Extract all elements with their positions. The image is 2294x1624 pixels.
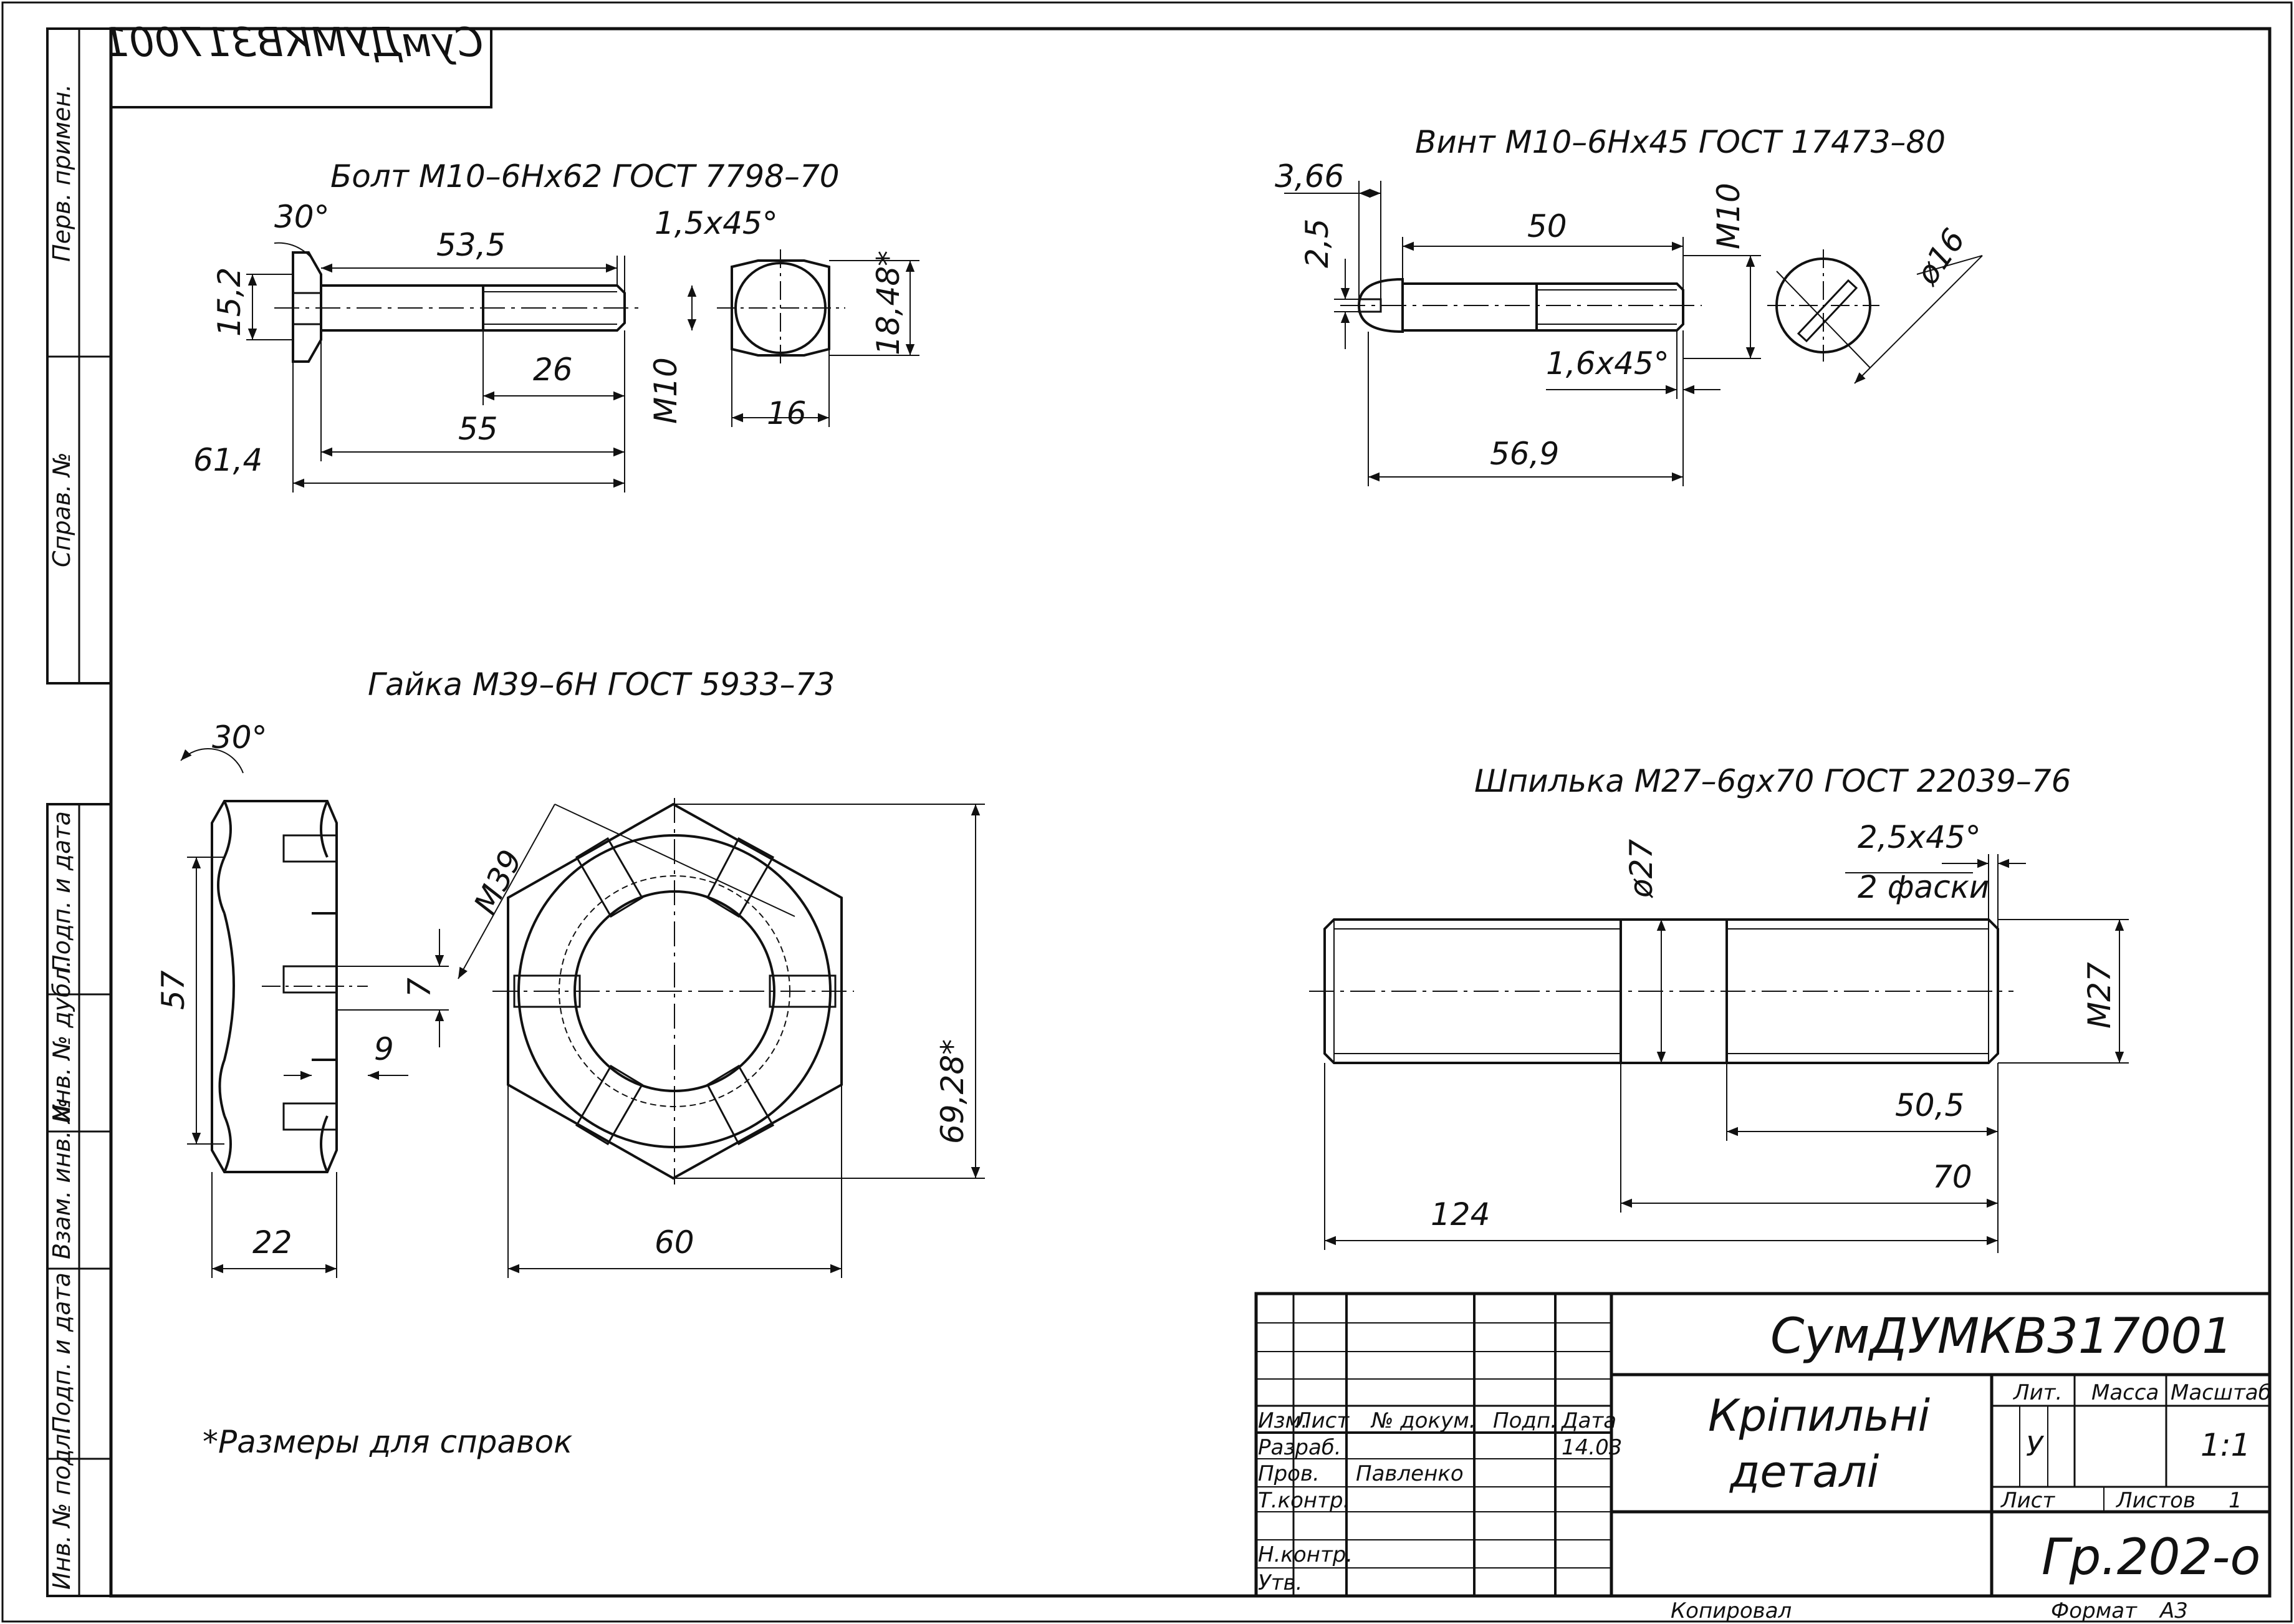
title-block: СумДУМКВ317001 Кріпильні деталі Изм. Лис… xyxy=(1254,1292,2272,1623)
screw-title: Винт М10–6Нх45 ГОСТ 17473–80 xyxy=(1415,124,1946,160)
hdr-list: Лист xyxy=(1294,1408,1350,1433)
stud-view: Шпилька М27–6gх70 ГОСТ 22039–76 xyxy=(1309,763,2129,1253)
list-label: Лист xyxy=(2000,1488,2055,1513)
label-inv-dubl: Инв. № дубл. xyxy=(48,960,75,1122)
stud-dim-124: 124 xyxy=(1431,1196,1490,1232)
label-podp-data-2: Подп. и дата xyxy=(48,1272,75,1434)
row-razrab: Разраб. xyxy=(1258,1435,1341,1460)
massa-label: Масса xyxy=(2091,1380,2159,1405)
masshtab-label: Масштаб xyxy=(2171,1380,2272,1405)
kopiroval-label: Копировал xyxy=(1671,1598,1792,1623)
hdr-izm: Изм. xyxy=(1258,1408,1308,1433)
format-label: Формат xyxy=(2051,1598,2138,1623)
screw-dim-slot: 2,5 xyxy=(1299,218,1335,268)
bolt-dim-flats: 16 xyxy=(767,395,807,431)
title-name-line2: деталі xyxy=(1729,1446,1879,1497)
bolt-dim-head: 15,2 xyxy=(211,267,247,337)
stud-title: Шпилька М27–6gх70 ГОСТ 22039–76 xyxy=(1474,763,2071,799)
label-perv-primen: Перв. примен. xyxy=(48,84,75,262)
listov-label: Листов xyxy=(2115,1488,2196,1513)
stud-dim-thread: М27 xyxy=(2081,962,2118,1029)
label-podp-data-1: Подп. и дата xyxy=(48,811,75,973)
mirrored-doc-code: СумДУМКВ317001 xyxy=(103,20,483,66)
nut-dim-57: 57 xyxy=(155,970,191,1010)
listov-value: 1 xyxy=(2229,1488,2242,1513)
side-stamp-labels: Перв. примен. Справ. № Подп. и дата Инв.… xyxy=(48,84,75,1590)
nut-dim-22: 22 xyxy=(252,1224,292,1261)
bolt-dim-corners: 18,48* xyxy=(870,251,906,355)
title-name-line1: Кріпильні xyxy=(1708,1390,1931,1441)
lit-value: У xyxy=(2026,1431,2045,1463)
group-value: Гр.202-о xyxy=(2042,1528,2260,1586)
row-tkontr: Т.контр. xyxy=(1258,1488,1350,1513)
bolt-view: Болт М10–6Нх62 ГОСТ 7798–70 xyxy=(193,158,919,492)
bolt-dim-55: 55 xyxy=(458,411,498,447)
bolt-dim-53-5: 53,5 xyxy=(436,227,506,263)
screw-dim-total: 56,9 xyxy=(1490,436,1559,472)
screw-dim-head: 3,66 xyxy=(1275,158,1344,195)
hdr-podp: Подп. xyxy=(1493,1408,1557,1433)
label-sprav-no: Справ. № xyxy=(48,452,75,567)
row-prov: Пров. xyxy=(1258,1461,1320,1486)
screw-dim-length: 50 xyxy=(1527,208,1567,244)
stud-dim-chamfer-note: 2 фаски xyxy=(1858,869,1989,905)
scale-value: 1:1 xyxy=(2200,1427,2250,1463)
bolt-dim-26: 26 xyxy=(533,352,573,388)
screw-dim-thread: М10 xyxy=(1711,183,1747,249)
hdr-data: Дата xyxy=(1560,1408,1616,1433)
nut-dim-corners: 69,28* xyxy=(934,1039,971,1144)
bolt-dim-61-4: 61,4 xyxy=(193,442,262,478)
screw-dim-dia: ø16 xyxy=(1909,222,1972,291)
bolt-dim-angle: 30° xyxy=(274,199,330,235)
nut-dim-angle: 30° xyxy=(212,719,267,756)
nut-dim-7: 7 xyxy=(401,978,438,997)
prov-name: Павленко xyxy=(1356,1461,1464,1486)
stud-dim-dia: ø27 xyxy=(1623,839,1659,898)
label-vzam-inv: Взам. инв. № xyxy=(48,1098,75,1259)
stud-dim-chamfer: 2,5х45° xyxy=(1858,819,1981,855)
title-doc-code: СумДУМКВ317001 xyxy=(1770,1309,2233,1365)
nut-dim-9: 9 xyxy=(374,1031,394,1067)
nut-view: Гайка М39–6Н ГОСТ 5933–73 xyxy=(155,666,985,1278)
row-utv: Утв. xyxy=(1258,1570,1302,1595)
lit-label: Лит. xyxy=(2012,1380,2062,1405)
nut-dim-thread: М39 xyxy=(467,844,529,920)
label-inv-podl: Инв. № подл. xyxy=(48,1426,75,1590)
screw-view: Винт М10–6Нх45 ГОСТ 17473–80 xyxy=(1275,124,1983,486)
bolt-title: Болт М10–6Нх62 ГОСТ 7798–70 xyxy=(330,158,840,195)
format-value: А3 xyxy=(2159,1598,2188,1623)
bolt-dim-chamfer: 1,5х45° xyxy=(655,205,778,241)
hdr-dokum: № докум. xyxy=(1370,1408,1476,1433)
row-nkontr: Н.контр. xyxy=(1258,1542,1353,1567)
reference-note: *Размеры для справок xyxy=(203,1424,572,1460)
date-value: 14.03 xyxy=(1562,1435,1622,1460)
nut-dim-60: 60 xyxy=(655,1224,694,1261)
stud-dim-50-5: 50,5 xyxy=(1895,1087,1964,1123)
bolt-dim-thread: М10 xyxy=(648,357,684,424)
nut-title: Гайка М39–6Н ГОСТ 5933–73 xyxy=(368,666,835,703)
stud-dim-70: 70 xyxy=(1932,1159,1972,1195)
screw-dim-chamfer: 1,6х45° xyxy=(1546,345,1669,382)
